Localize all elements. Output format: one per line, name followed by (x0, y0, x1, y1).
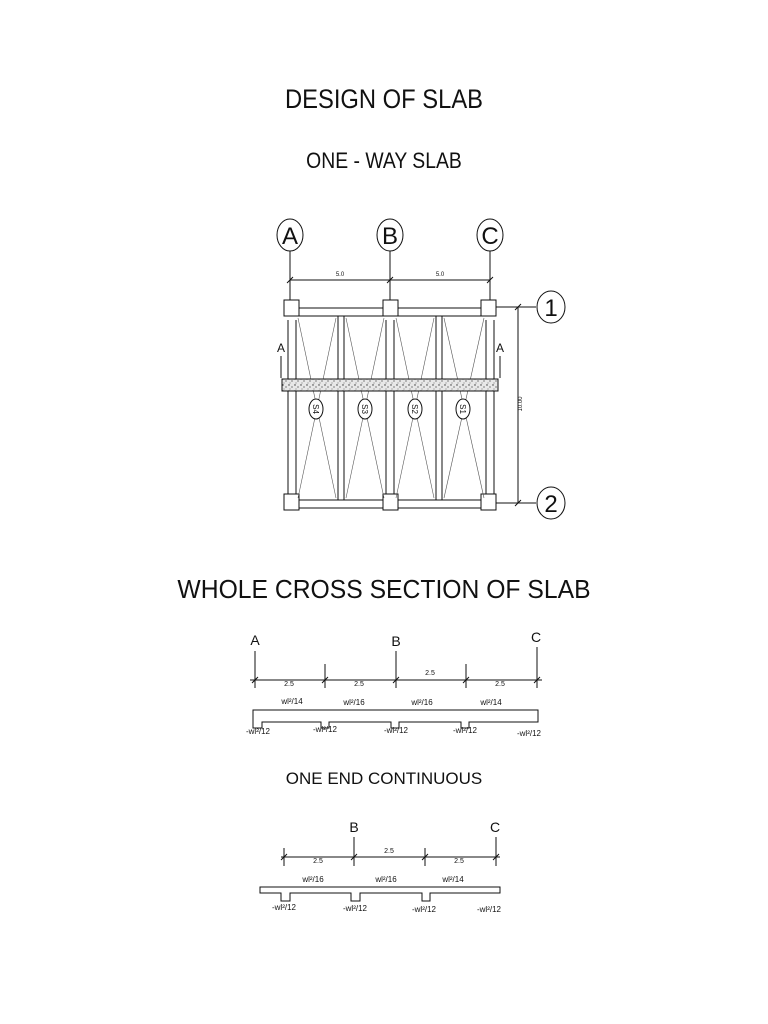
grid-label-a: A (282, 223, 298, 250)
page-subtitle: ONE - WAY SLAB (306, 148, 462, 173)
whole-cross-section: A B C 2.5 2.5 2.5 2.5 wl²/14 wl²/16 wl²/… (246, 629, 542, 738)
section-neg-moment-3: -wl²/12 (384, 726, 409, 735)
plan-dimension-top: 5.0 5.0 (286, 272, 494, 284)
section-pos-moment-2: wl²/16 (342, 698, 365, 707)
one-end-continuous-section: B C 2.5 2.5 2.5 wl²/16 wl²/16 wl²/14 -wl… (259, 819, 502, 914)
oec-slab-profile (259, 886, 501, 902)
section-pos-moment-3: wl²/16 (410, 698, 433, 707)
column-a2 (283, 493, 300, 511)
support-label-b: B (391, 633, 400, 649)
support-label-c: C (531, 629, 541, 645)
section-pos-moment-4: wl²/14 (479, 698, 502, 707)
oec-pos-moment-3: wl²/14 (441, 875, 464, 884)
oec-neg-moment-2: -wl²/12 (343, 904, 368, 913)
oec-support-label-b: B (349, 819, 358, 835)
grid-bubble-a: A (276, 218, 304, 252)
oec-neg-moment-1: -wl²/12 (272, 903, 297, 912)
oec-pos-moment-2: wl²/16 (374, 875, 397, 884)
grid-bubble-b: B (376, 218, 404, 252)
section-neg-moment-1: -wl²/12 (246, 727, 271, 736)
page-title: DESIGN OF SLAB (284, 84, 484, 114)
oec-span-3: 2.5 (454, 858, 464, 865)
svg-text:S1: S1 (458, 404, 467, 414)
oec-span-2: 2.5 (384, 848, 394, 855)
slab-label-s1: S1 (455, 398, 471, 420)
oec-neg-moment-4: -wl²/12 (477, 905, 502, 914)
support-label-a: A (250, 632, 260, 648)
section-marker-left: A (277, 341, 285, 355)
slab-label-s3: S3 (357, 398, 373, 420)
section-span-2: 2.5 (354, 681, 364, 688)
columns (283, 299, 497, 511)
slab-label-s2: S2 (407, 398, 423, 420)
one-end-continuous-heading: ONE END CONTINUOUS (285, 769, 483, 788)
section-slab-profile (252, 709, 539, 729)
section-neg-moment-5: -wl²/12 (517, 729, 542, 738)
grid-label-b: B (382, 223, 398, 250)
svg-text:S3: S3 (360, 404, 369, 414)
grid-label-c: C (481, 223, 498, 250)
oec-pos-moment-1: wl²/16 (301, 875, 324, 884)
grid-bubble-1: 1 (536, 290, 566, 324)
section-cut-band (281, 378, 499, 392)
section-marker-right: A (496, 341, 504, 355)
section-pos-moment-1: wl²/14 (280, 697, 303, 706)
column-a1 (283, 299, 300, 317)
svg-text:S4: S4 (311, 404, 320, 414)
section-span-4: 2.5 (495, 681, 505, 688)
column-b2 (382, 493, 399, 511)
svg-text:S2: S2 (410, 404, 419, 414)
grid-label-2: 2 (544, 491, 557, 518)
oec-neg-moment-3: -wl²/12 (412, 905, 437, 914)
oec-span-1: 2.5 (313, 858, 323, 865)
span-label-ab: 5.0 (336, 272, 345, 278)
section-neg-moment-4: -wl²/12 (453, 726, 478, 735)
grid-label-1: 1 (544, 295, 557, 322)
oec-support-label-c: C (490, 819, 500, 835)
span-label-bc: 5.0 (436, 272, 445, 278)
column-c1 (480, 299, 497, 317)
plan-dimension-right: 10.00 (496, 303, 536, 507)
slab-label-s4: S4 (308, 398, 324, 420)
grid-bubble-c: C (476, 218, 504, 252)
cross-section-heading: WHOLE CROSS SECTION OF SLAB (177, 574, 591, 604)
column-c2 (480, 493, 497, 511)
section-span-3: 2.5 (425, 670, 435, 677)
column-b1 (382, 299, 399, 317)
grid-bubble-2: 2 (536, 486, 566, 520)
section-neg-moment-2: -wl²/12 (313, 725, 338, 734)
span-label-vertical: 10.00 (518, 396, 524, 412)
section-span-1: 2.5 (284, 681, 294, 688)
floor-plan: A B C 1 2 5.0 5.0 (276, 218, 566, 520)
